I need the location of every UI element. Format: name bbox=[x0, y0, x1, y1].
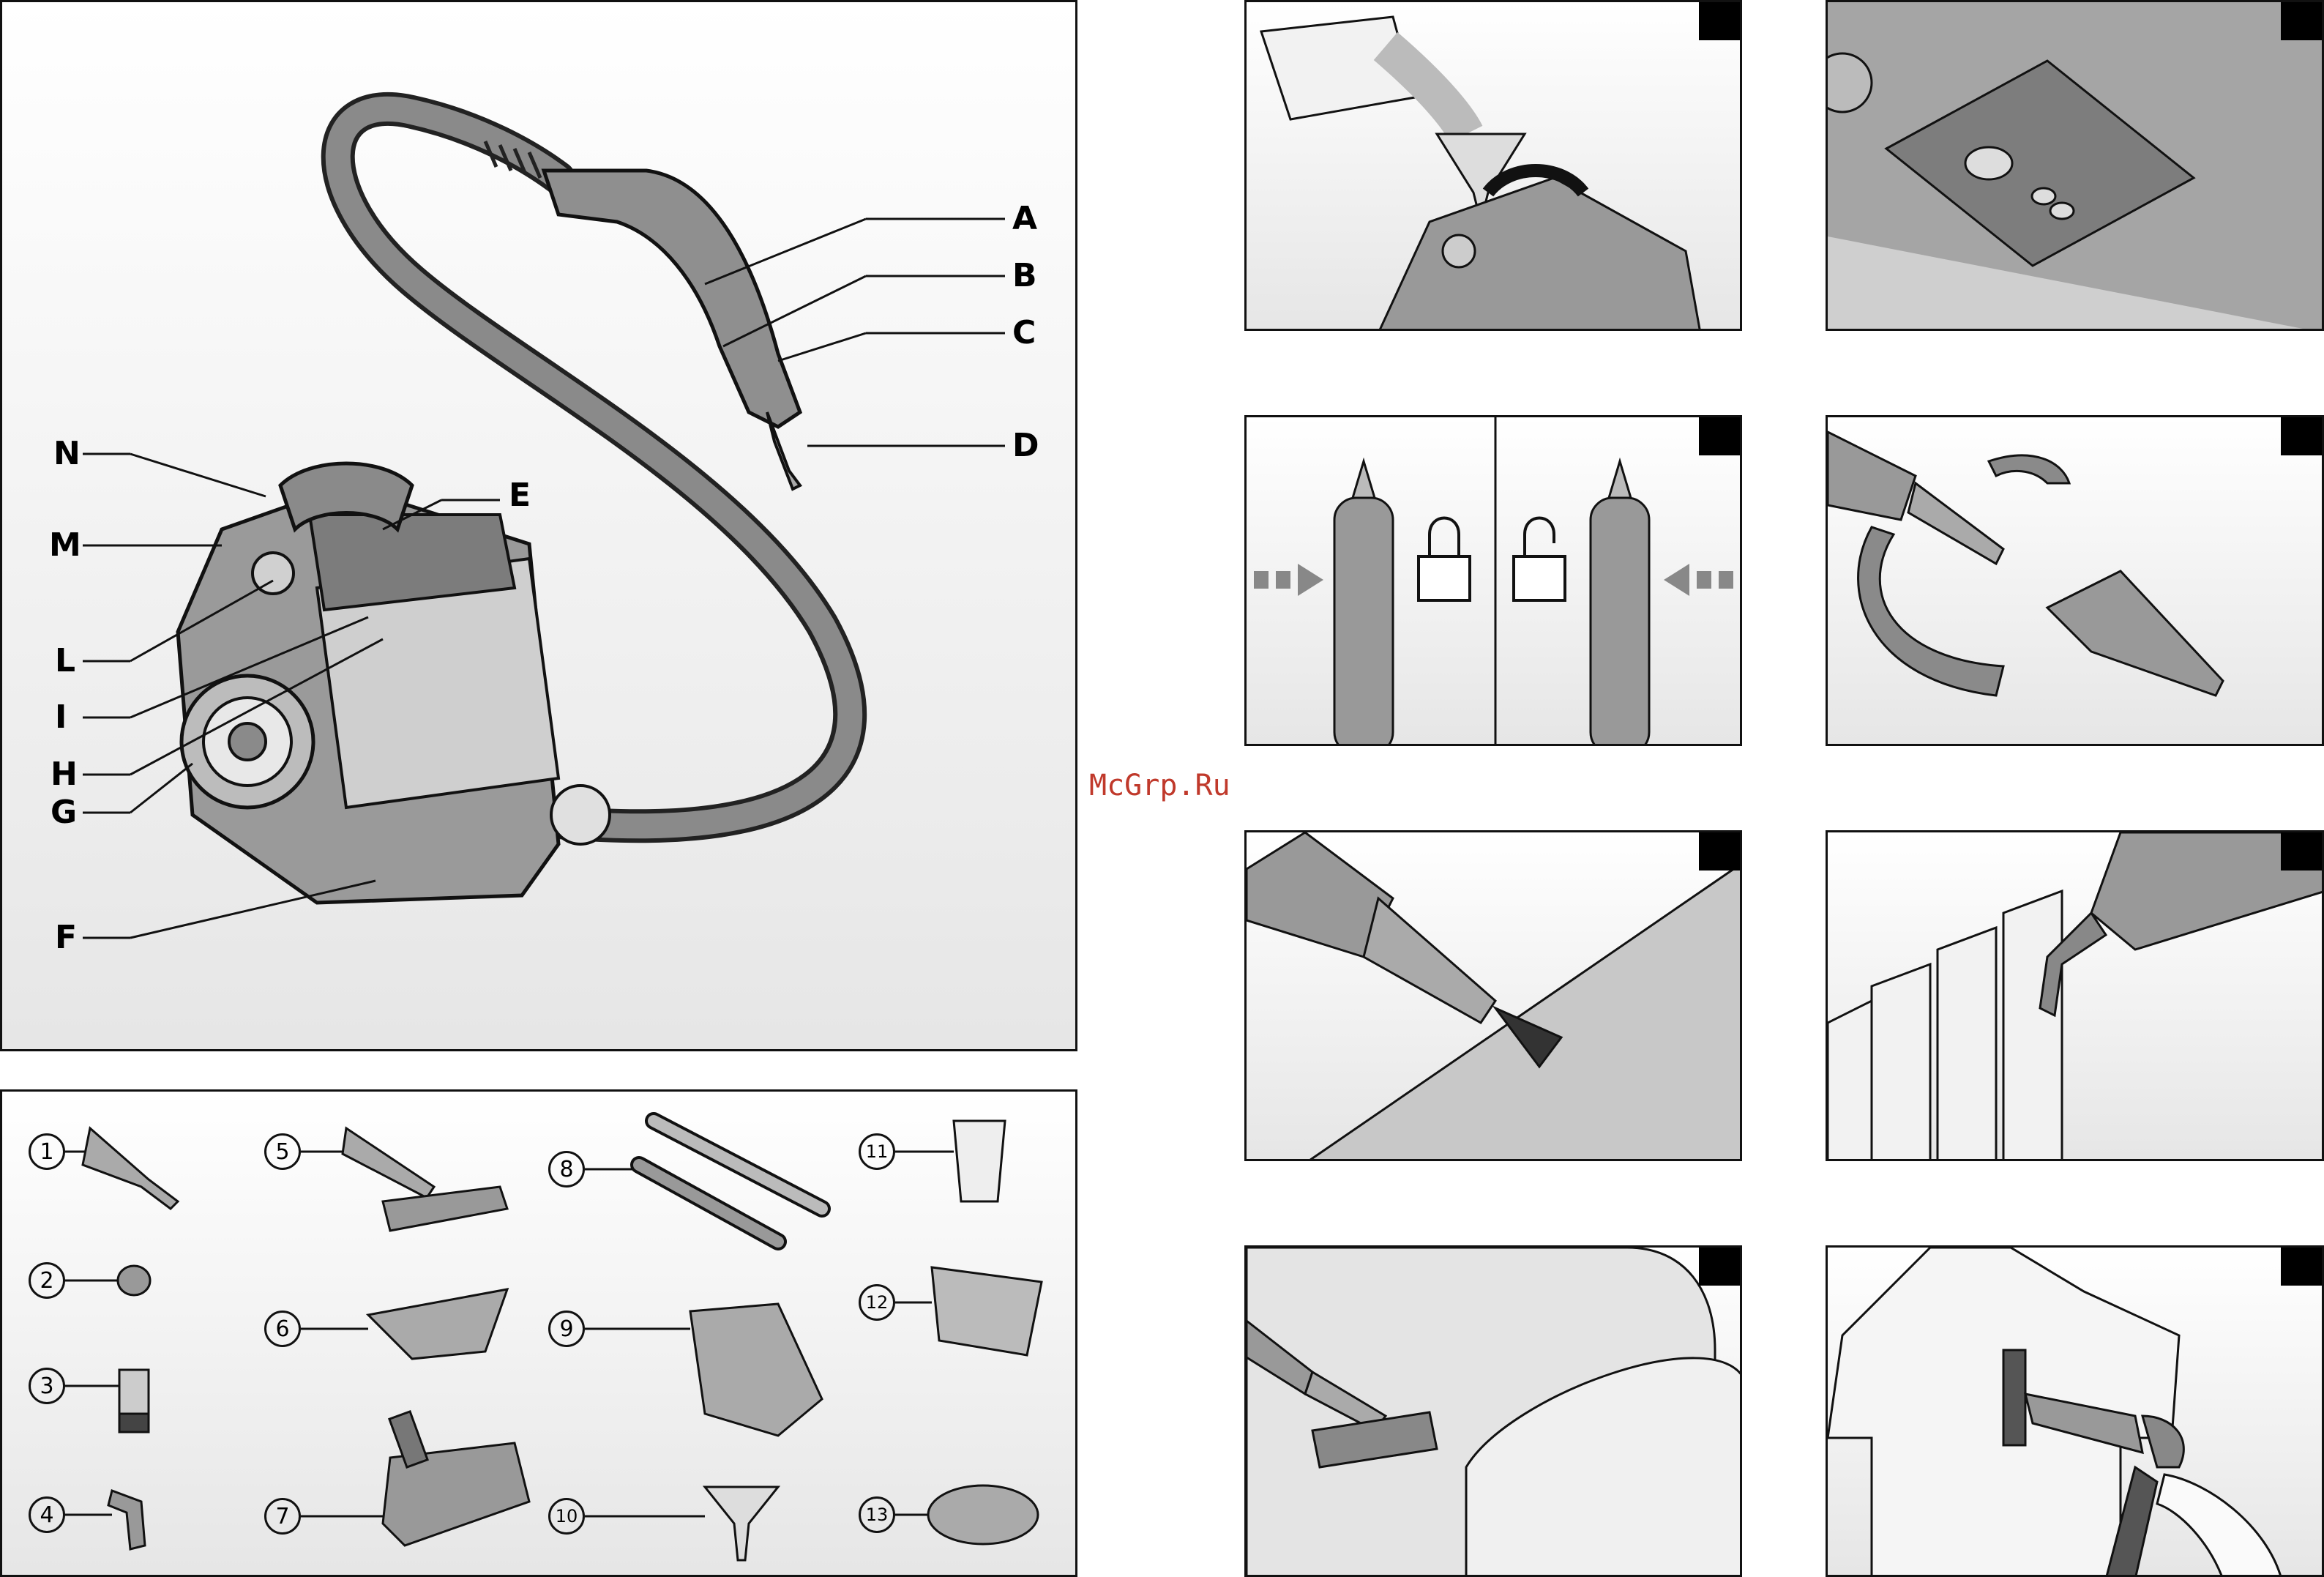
step-panel-attach-nozzle bbox=[1826, 415, 2324, 746]
fill-water-illustration bbox=[1247, 2, 1742, 331]
callout-i: I bbox=[55, 701, 67, 734]
accessory-number-11: 11 bbox=[859, 1133, 895, 1170]
accessory-number-9: 9 bbox=[548, 1311, 585, 1347]
accessory-number-13: 13 bbox=[859, 1496, 895, 1533]
accessory-number-10: 10 bbox=[548, 1498, 585, 1535]
callout-b: B bbox=[1012, 260, 1037, 292]
step-marker bbox=[2281, 832, 2322, 870]
accessory-number-4: 4 bbox=[29, 1496, 65, 1533]
callout-l: L bbox=[55, 645, 75, 677]
accessory-number-2: 2 bbox=[29, 1262, 65, 1299]
callout-c: C bbox=[1012, 317, 1036, 349]
watermark: McGrp.Ru bbox=[1089, 769, 1230, 802]
accessories-illustration bbox=[2, 1092, 1077, 1577]
radiator-illustration bbox=[1828, 832, 2324, 1161]
callout-e: E bbox=[509, 480, 531, 512]
callout-f: F bbox=[55, 922, 77, 954]
sofa-illustration bbox=[1247, 1248, 1742, 1577]
step-marker bbox=[1699, 832, 1740, 870]
step-panel-radiator bbox=[1826, 830, 2324, 1161]
brush-surface-illustration bbox=[1247, 832, 1742, 1161]
callout-n: N bbox=[53, 438, 81, 470]
callout-d: D bbox=[1012, 430, 1039, 462]
step-panel-fill-water bbox=[1244, 0, 1742, 331]
accessory-number-7: 7 bbox=[264, 1498, 301, 1535]
step-marker bbox=[2281, 2, 2322, 40]
accessory-number-6: 6 bbox=[264, 1311, 301, 1347]
callout-m: M bbox=[49, 529, 81, 562]
control-panel-illustration bbox=[1828, 2, 2324, 331]
accessory-number-3: 3 bbox=[29, 1368, 65, 1404]
step-panel-brush-surface bbox=[1244, 830, 1742, 1161]
step-marker bbox=[2281, 1248, 2322, 1286]
step-panel-lock-unlock bbox=[1244, 415, 1742, 746]
step-panel-control-panel bbox=[1826, 0, 2324, 331]
accessories-panel: 1 2 3 4 5 6 7 8 9 10 11 12 13 bbox=[0, 1089, 1077, 1577]
callout-a: A bbox=[1012, 203, 1037, 235]
accessory-number-12: 12 bbox=[859, 1284, 895, 1321]
main-diagram-panel: A B C D E F G H I L M N bbox=[0, 0, 1077, 1051]
accessory-number-5: 5 bbox=[264, 1133, 301, 1170]
step-marker bbox=[2281, 417, 2322, 455]
accessory-number-1: 1 bbox=[29, 1133, 65, 1170]
step-marker bbox=[1699, 1248, 1740, 1286]
accessory-number-8: 8 bbox=[548, 1151, 585, 1188]
callout-g: G bbox=[51, 797, 77, 829]
step-panel-sofa bbox=[1244, 1245, 1742, 1577]
steam-cleaner-illustration bbox=[2, 2, 1077, 1051]
step-panel-shirt bbox=[1826, 1245, 2324, 1577]
step-marker bbox=[1699, 417, 1740, 455]
attach-nozzle-illustration bbox=[1828, 417, 2324, 746]
callout-h: H bbox=[51, 758, 78, 791]
lock-unlock-illustration bbox=[1247, 417, 1742, 746]
shirt-illustration bbox=[1828, 1248, 2324, 1577]
step-marker bbox=[1699, 2, 1740, 40]
